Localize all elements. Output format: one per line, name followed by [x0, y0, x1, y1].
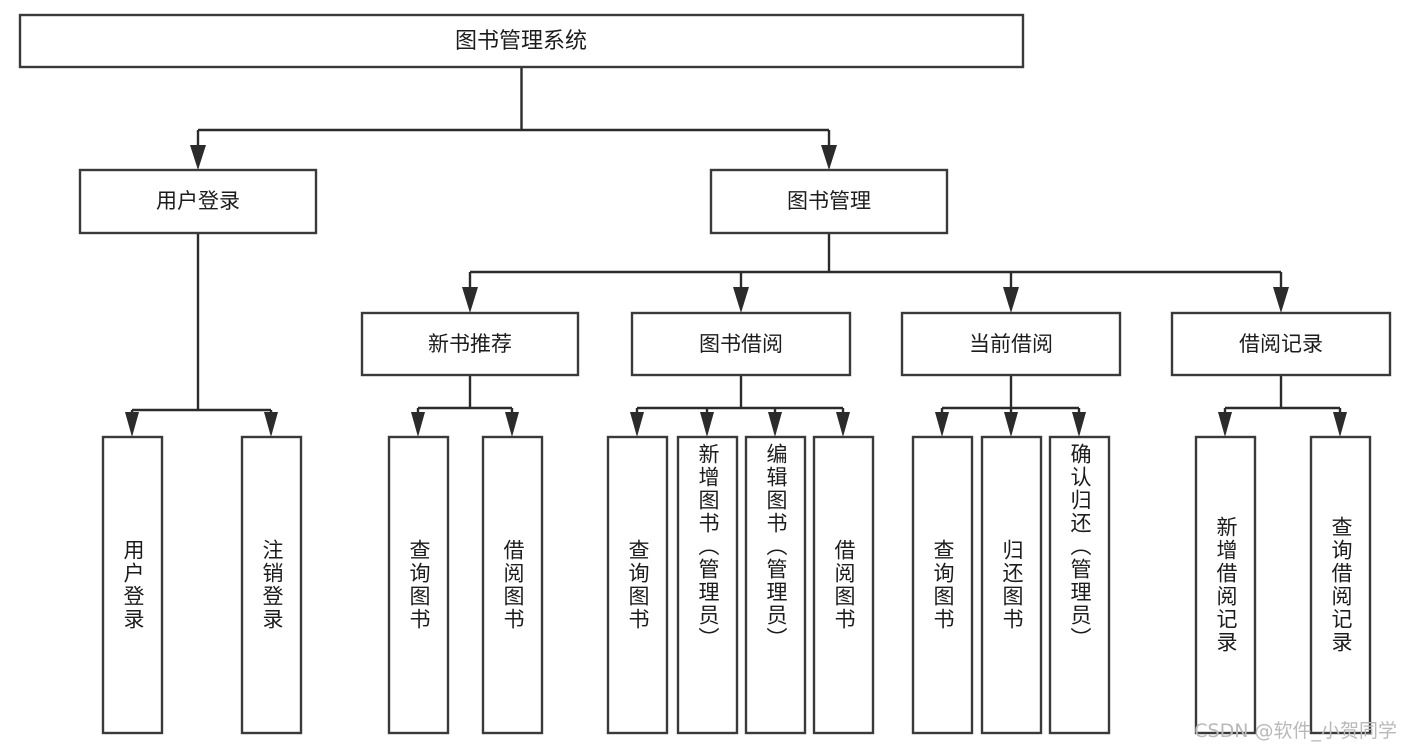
connector-borrowrecord-to-leaves	[1218, 375, 1347, 437]
node-borrow-record-label: 借阅记录	[1239, 332, 1323, 356]
node-leaf-query-book-1-box[interactable]	[387, 435, 450, 735]
node-user-login-label: 用户登录	[156, 189, 240, 213]
node-user-login[interactable]: 用户登录	[78, 168, 318, 235]
node-leaf-return-book-box[interactable]	[980, 435, 1043, 735]
connector-root-to-level2	[190, 67, 837, 170]
arrow-head-icon	[190, 145, 206, 170]
arrow-head-icon	[1218, 412, 1232, 437]
arrow-head-icon	[630, 412, 644, 437]
node-root[interactable]: 图书管理系统	[18, 13, 1025, 69]
node-book-manage-label: 图书管理	[787, 189, 871, 213]
node-root-label: 图书管理系统	[455, 29, 587, 54]
arrow-head-icon	[462, 287, 478, 313]
arrow-head-icon	[1333, 412, 1347, 437]
arrow-head-icon	[733, 287, 749, 313]
node-leaf-add-book-box[interactable]	[676, 435, 739, 735]
node-leaf-borrow-book-2-box[interactable]	[812, 435, 875, 735]
node-leaf-query-book-2-box[interactable]	[606, 435, 669, 735]
node-root-box[interactable]	[18, 13, 1025, 69]
node-leaf-add-record-box[interactable]	[1194, 435, 1257, 735]
connector-currentborrow-to-leaves	[935, 375, 1086, 437]
arrow-head-icon	[411, 412, 425, 437]
leaf-boxes	[101, 435, 1372, 735]
node-book-borrow[interactable]: 图书借阅	[630, 311, 852, 377]
connector-bookmanage-to-level3	[462, 233, 1289, 313]
node-current-borrow[interactable]: 当前借阅	[900, 311, 1122, 377]
arrow-head-icon	[125, 412, 139, 437]
arrow-head-icon	[505, 412, 519, 437]
arrow-head-icon	[1273, 287, 1289, 313]
arrow-head-icon	[768, 412, 782, 437]
arrow-head-icon	[264, 412, 278, 437]
node-book-borrow-label: 图书借阅	[699, 332, 783, 356]
node-borrow-record[interactable]: 借阅记录	[1170, 311, 1392, 377]
node-leaf-user-logout-box[interactable]	[240, 435, 303, 735]
arrow-head-icon	[836, 412, 850, 437]
node-leaf-borrow-book-1-box[interactable]	[481, 435, 544, 735]
arrow-head-icon	[700, 412, 714, 437]
connector-userlogin-to-leaves	[125, 233, 278, 437]
node-borrow-record-box[interactable]	[1170, 311, 1392, 377]
connector-newbook-to-leaves	[411, 375, 519, 437]
node-new-book-recommend-label: 新书推荐	[428, 332, 512, 356]
node-leaf-confirm-return-box[interactable]	[1048, 435, 1111, 735]
node-book-borrow-box[interactable]	[630, 311, 852, 377]
connector-bookborrow-to-leaves	[630, 375, 850, 437]
node-user-login-box[interactable]	[78, 168, 318, 235]
node-leaf-edit-book-box[interactable]	[744, 435, 807, 735]
arrow-head-icon	[1004, 412, 1018, 437]
node-leaf-query-book-3-box[interactable]	[911, 435, 974, 735]
arrow-head-icon	[935, 412, 949, 437]
node-new-book-recommend-box[interactable]	[360, 311, 580, 377]
node-leaf-user-login-box[interactable]	[101, 435, 164, 735]
node-current-borrow-box[interactable]	[900, 311, 1122, 377]
node-current-borrow-label: 当前借阅	[969, 332, 1053, 356]
node-book-manage[interactable]: 图书管理	[709, 168, 949, 235]
arrow-head-icon	[1003, 287, 1019, 313]
arrow-head-icon	[821, 145, 837, 170]
arrow-head-icon	[1072, 412, 1086, 437]
node-new-book-recommend[interactable]: 新书推荐	[360, 311, 580, 377]
node-book-manage-box[interactable]	[709, 168, 949, 235]
node-leaf-query-record-box[interactable]	[1309, 435, 1372, 735]
